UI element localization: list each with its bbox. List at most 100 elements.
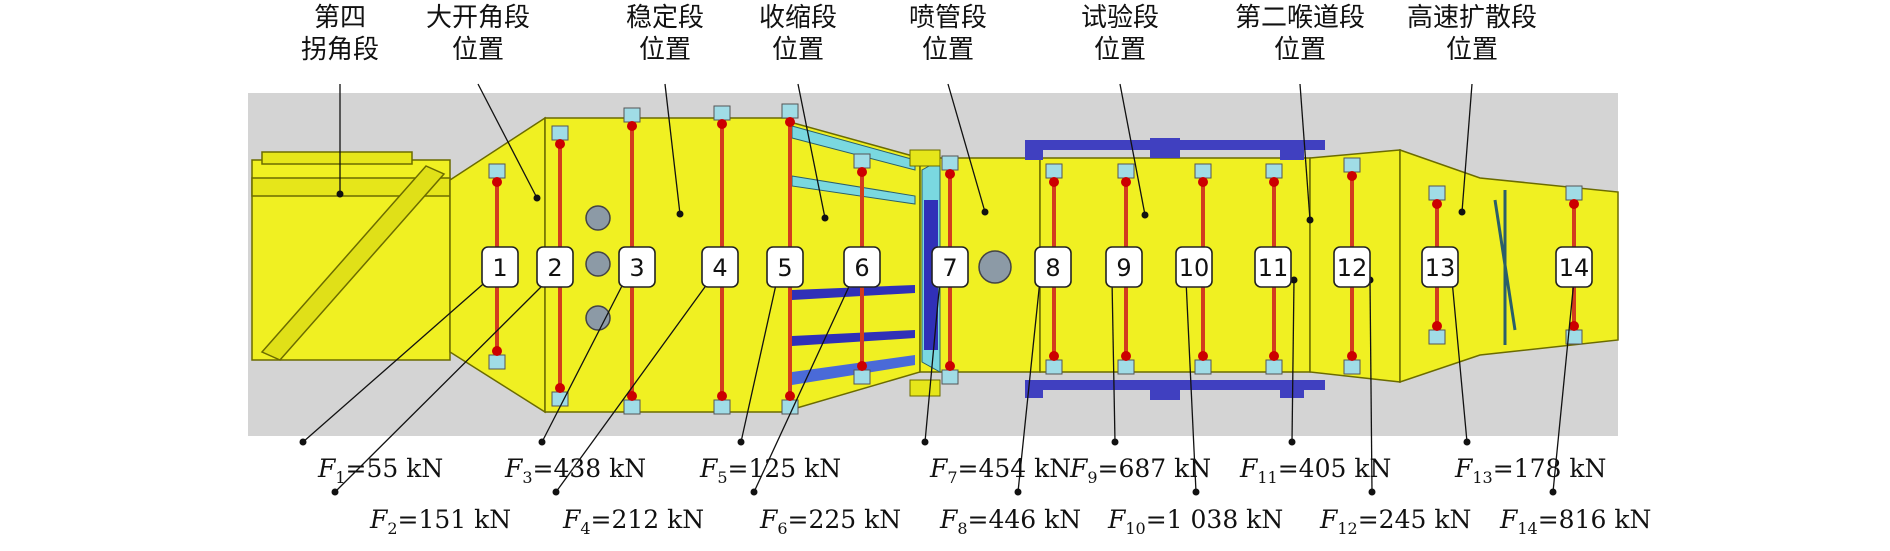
rod-bottom-mount (853, 369, 871, 385)
force-label-1: F1=55 kN (317, 454, 443, 487)
force-subscript: 1 (335, 468, 345, 487)
test-section-frames (1025, 138, 1325, 400)
section-label-leader (1461, 83, 1473, 213)
number-box (618, 246, 656, 288)
force-symbol: F (562, 505, 582, 534)
section-label-line: 位置 (772, 35, 824, 65)
force-symbol: F (317, 454, 337, 483)
number-box-label: 14 (1559, 254, 1590, 282)
force-leader-dot (750, 488, 758, 496)
support-number-5: 5 (766, 246, 804, 288)
number-box-label: 13 (1425, 254, 1456, 282)
number-box (931, 246, 969, 288)
force-subscript: 7 (947, 468, 957, 487)
number-box (701, 246, 739, 288)
number-box (1105, 246, 1143, 288)
support-number-9: 9 (1105, 246, 1143, 288)
rod-top-mount (1265, 163, 1283, 179)
section-label-line: 高速扩散段 (1407, 3, 1537, 33)
number-box (481, 246, 519, 288)
section-label-leader (797, 83, 826, 219)
force-label-9: F9=687 kN (1069, 454, 1211, 487)
force-symbol: F (369, 505, 389, 534)
force-subscript: 10 (1125, 519, 1145, 538)
force-leader-tip (1290, 276, 1298, 284)
support-number-7: 7 (931, 246, 969, 288)
section-label-line: 稳定段 (626, 3, 704, 33)
force-leader-dot (538, 438, 546, 446)
rod-top-mount (1428, 185, 1446, 201)
force-leader-8 (1017, 279, 1041, 493)
number-box-label: 4 (712, 254, 727, 282)
rod-top-mount (1343, 157, 1361, 173)
section-label-line: 位置 (452, 35, 504, 65)
section-label-line: 位置 (1274, 35, 1326, 65)
force-value: =245 kN (1358, 505, 1472, 534)
force-symbol: F (1319, 505, 1339, 534)
force-leader-dot (1549, 488, 1557, 496)
section-label-dot (821, 214, 829, 222)
support-number-8: 8 (1034, 246, 1072, 288)
rod-top-joint (1269, 177, 1279, 187)
support-number-4: 4 (701, 246, 739, 288)
portholes (585, 205, 1012, 331)
rod-bottom-mount (1194, 359, 1212, 375)
number-box-label: 2 (547, 254, 562, 282)
rod-top-joint (1347, 171, 1357, 181)
force-symbol: F (1069, 454, 1089, 483)
force-leader-9 (1111, 279, 1116, 443)
section-label-line: 收缩段 (759, 3, 837, 33)
force-value: =687 kN (1098, 454, 1212, 483)
force-leader-dot (1463, 438, 1471, 446)
rod-bottom-joint (492, 346, 502, 356)
number-box-label: 1 (492, 254, 507, 282)
fourth-corner-top (261, 151, 413, 165)
rod-bottom-joint (1347, 351, 1357, 361)
section-label-line: 试验段 (1081, 3, 1159, 33)
rod-bottom-mount (1265, 359, 1283, 375)
section-label-line: 第二喉道段 (1235, 3, 1365, 33)
number-box (1034, 246, 1072, 288)
force-leader-7 (924, 279, 941, 443)
force-symbol: F (929, 454, 949, 483)
rod-bottom-joint (1432, 321, 1442, 331)
force-leader-dot (1288, 438, 1296, 446)
force-symbol: F (1499, 505, 1519, 534)
force-leader-12 (1369, 279, 1373, 493)
number-box-label: 8 (1045, 254, 1060, 282)
nozzle-detail (909, 149, 941, 397)
rod-top-joint (492, 177, 502, 187)
section-label-dot (533, 194, 541, 202)
section-label-line: 位置 (1446, 35, 1498, 65)
section-label-leader (477, 83, 538, 199)
rod-bottom-mount (1343, 359, 1361, 375)
force-leader-1 (302, 277, 491, 443)
force-value: =55 kN (346, 454, 444, 483)
force-label-2: F2=151 kN (369, 505, 511, 538)
rod-top-mount (551, 125, 569, 141)
section-label-dot (981, 208, 989, 216)
rod-bottom-joint (1569, 321, 1579, 331)
number-box (766, 246, 804, 288)
force-label-8: F8=446 kN (939, 505, 1081, 538)
force-subscript: 3 (522, 468, 532, 487)
force-subscript: 9 (1087, 468, 1097, 487)
rod-bottom-joint (1049, 351, 1059, 361)
force-leader-dot (737, 438, 745, 446)
rod-bottom-joint (857, 361, 867, 371)
section-label-line: 位置 (1094, 35, 1146, 65)
section-label-dot (1458, 208, 1466, 216)
support-number-14: 14 (1555, 246, 1593, 288)
force-subscript: 13 (1472, 468, 1492, 487)
force-leader-11 (1291, 279, 1295, 443)
force-leader-dot (1368, 488, 1376, 496)
force-subscript: 2 (387, 519, 397, 538)
force-symbol: F (699, 454, 719, 483)
force-leader-5 (740, 279, 778, 443)
rod-top-joint (627, 121, 637, 131)
